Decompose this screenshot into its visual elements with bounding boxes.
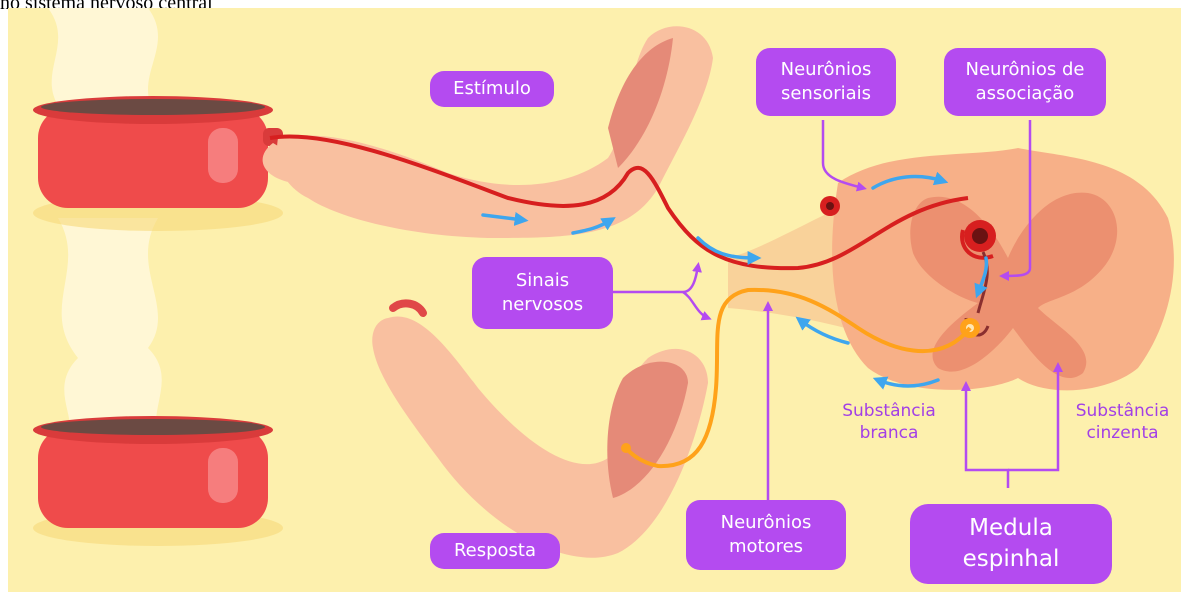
gray-matter-label: Substância cinzenta [1064,400,1181,444]
gray-matter-line2: cinzenta [1064,422,1181,444]
spinal-cord-line2: espinhal [963,544,1060,575]
white-matter-label: Substância branca [830,400,948,444]
stimulus-text: Estímulo [453,77,531,101]
spinal-cord-label: Medula espinhal [910,504,1112,584]
hot-pot-top [33,96,283,231]
nerve-signals-line1: Sinais [516,269,569,293]
motor-neurons-line2: motores [729,535,803,559]
association-neurons-line1: Neurônios de [966,58,1085,82]
motor-neurons-line1: Neurônios [721,511,812,535]
white-matter-line2: branca [830,422,948,444]
gray-matter-line1: Substância [1064,400,1181,422]
response-label: Resposta [430,533,560,569]
stimulus-label: Estímulo [430,71,554,107]
pot-bottom [33,416,283,546]
nerve-signals-line2: nervosos [502,293,583,317]
response-text: Resposta [454,539,536,563]
association-neurons-line2: associação [976,82,1075,106]
motor-neurons-label: Neurônios motores [686,500,846,570]
sensory-neurons-line1: Neurônios [781,58,872,82]
nerve-signals-label: Sinais nervosos [472,257,613,329]
white-matter-line1: Substância [830,400,948,422]
reflex-arc-diagram: Estímulo Resposta Neurônios sensoriais N… [8,8,1181,592]
sensory-neurons-line2: sensoriais [781,82,871,106]
spinal-cord-line1: Medula [969,513,1053,544]
sensory-neurons-label: Neurônios sensoriais [756,48,896,116]
association-neurons-label: Neurônios de associação [944,48,1106,116]
